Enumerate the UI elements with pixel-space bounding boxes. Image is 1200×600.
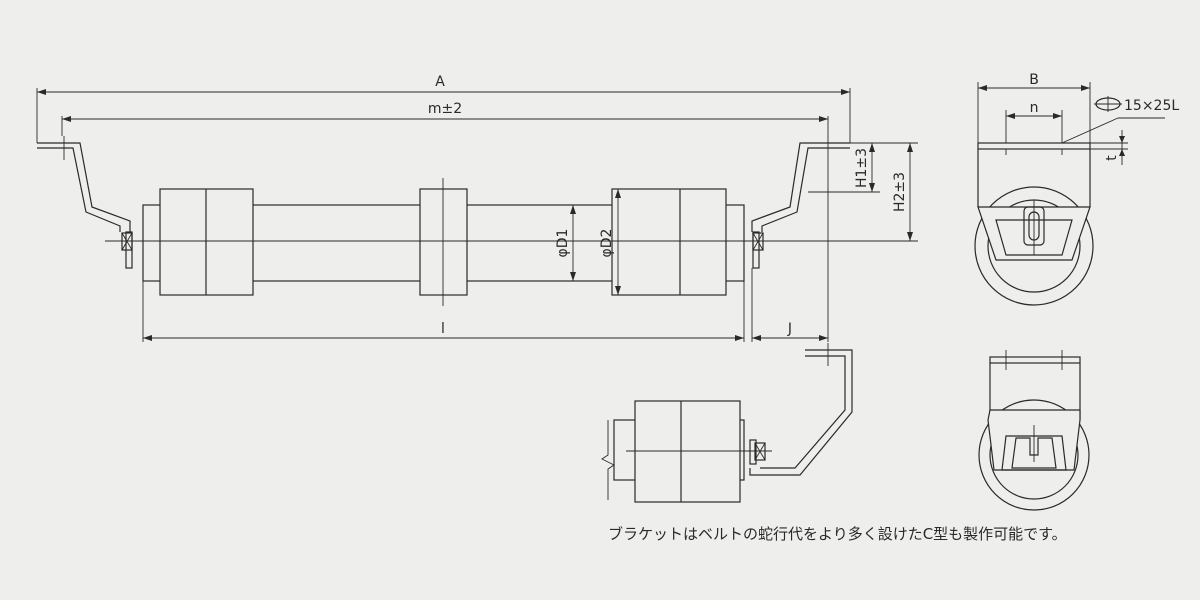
side-view-bottom [978,350,1090,511]
c-type-detail [601,343,853,503]
dim-label-m: m±2 [428,101,462,117]
dim-label-J: J [787,321,792,337]
dim-label-slot: 15×25L [1124,98,1179,114]
c-type-roller [634,400,741,503]
dim-label-D1: φD1 [555,229,571,258]
dim-label-l: l [441,321,445,337]
roller-middle [419,188,468,296]
dimension-lines [36,88,918,342]
roller-right [611,188,727,296]
slot-hole-icon [1094,96,1122,112]
dim-label-H2: H2±3 [892,172,908,212]
front-view [37,136,918,306]
side-bracket-plate [977,142,1091,150]
bracket-note: ブラケットはベルトの蛇行代をより多く設けたC型も製作可能です。 [608,525,1067,543]
dim-label-H1: H1±3 [854,148,870,188]
c-bracket [749,349,853,476]
dim-label-t: t [1104,155,1120,161]
dim-label-A: A [435,74,445,90]
dim-label-n: n [1030,100,1039,116]
dim-label-D2: φD2 [599,229,615,258]
dim-label-B: B [1029,72,1039,88]
right-bracket [751,142,850,232]
left-bracket [37,142,131,232]
side-view-top [974,82,1165,306]
